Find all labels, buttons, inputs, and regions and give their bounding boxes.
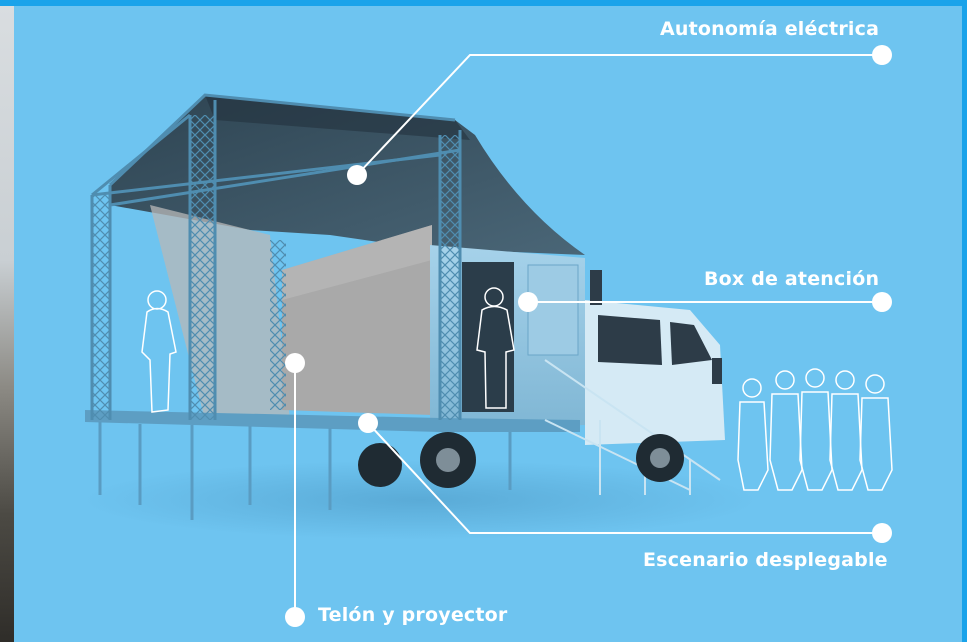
- top-border: [0, 0, 967, 6]
- exhaust-stack: [590, 270, 602, 305]
- callout-endpoint-telon: [285, 607, 305, 627]
- truss-column-back: [270, 240, 286, 410]
- projector-beam: [150, 205, 290, 420]
- left-photo-edge: [0, 6, 14, 642]
- box-side-door: [527, 264, 579, 356]
- wheel-rear-hub: [436, 448, 460, 472]
- label-box-de-atencion: Box de atención: [704, 268, 880, 290]
- truss-column-right: [440, 135, 460, 420]
- callout-dot-box: [518, 292, 538, 312]
- person-on-stage-icon: [141, 290, 177, 413]
- label-telon-y-proyector: Telón y proyector: [318, 604, 508, 626]
- screen-highlight: [282, 225, 432, 300]
- wheel-front-hub: [650, 448, 670, 468]
- label-escenario-desplegable: Escenario desplegable: [643, 549, 888, 571]
- cab-window-side: [598, 315, 662, 365]
- cab-mirror: [712, 358, 722, 384]
- callout-endpoint-escenario: [872, 523, 892, 543]
- person-in-box-icon: [476, 287, 515, 409]
- crowd-icon: [737, 368, 893, 491]
- callout-dot-escenario: [358, 413, 378, 433]
- callout-dot-telon: [285, 353, 305, 373]
- stage-legs: [98, 422, 512, 520]
- right-border: [962, 6, 967, 642]
- truss-column-mid: [190, 115, 215, 420]
- truss-column-left: [92, 195, 110, 420]
- callout-dot-autonomia: [347, 165, 367, 185]
- callout-endpoint-box: [872, 292, 892, 312]
- callout-dots: [285, 45, 892, 627]
- cab-window-front: [670, 322, 712, 365]
- callout-lines: [294, 54, 882, 617]
- canopy-shade: [205, 95, 470, 140]
- label-autonomia-electrica: Autonomía eléctrica: [660, 18, 880, 40]
- callout-endpoint-autonomia: [872, 45, 892, 65]
- wheel-rear-2: [358, 443, 402, 487]
